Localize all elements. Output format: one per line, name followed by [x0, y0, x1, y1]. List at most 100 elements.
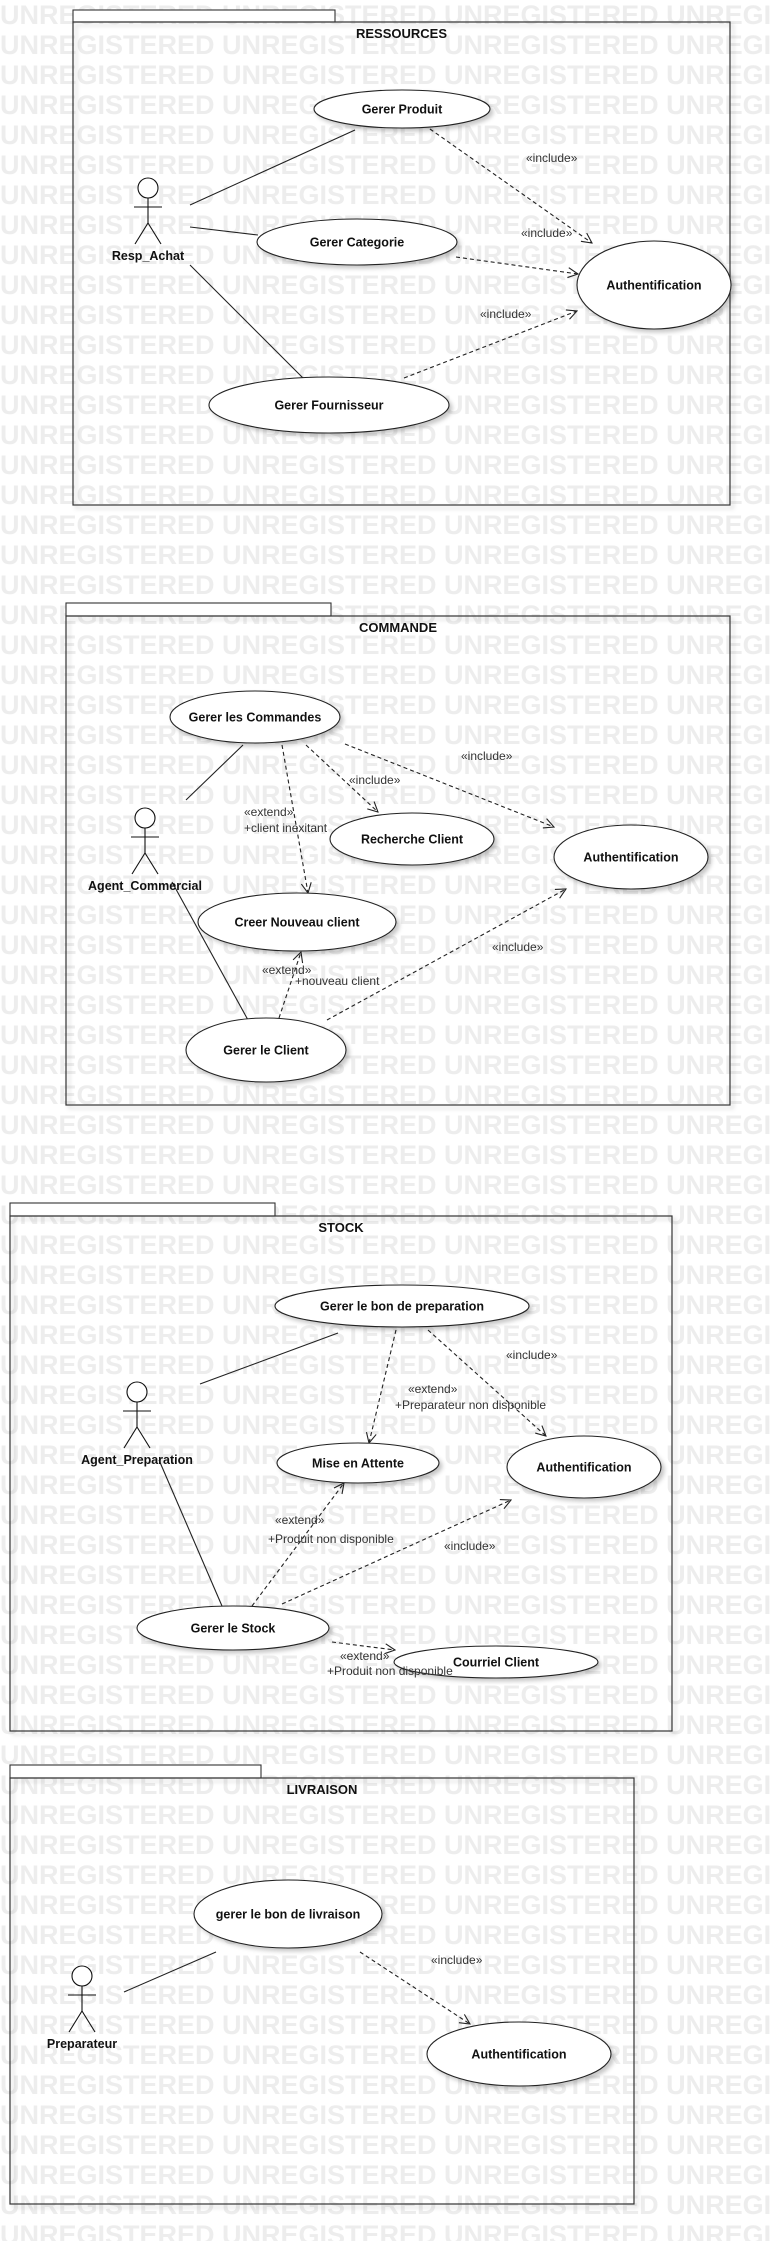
use-case-label: Recherche Client	[361, 833, 464, 847]
include-stereotype: «include»	[444, 1539, 496, 1553]
include-edge	[455, 256, 578, 274]
use-case-label: Gerer le Client	[223, 1044, 309, 1058]
include-stereotype: «include»	[506, 1348, 558, 1362]
package-frame	[9, 1215, 673, 1732]
use-case-label: Gerer Categorie	[310, 236, 405, 250]
package-title: COMMANDE	[359, 620, 437, 635]
include-stereotype: «include»	[492, 940, 544, 954]
extend-edge	[281, 744, 308, 893]
use-case-ellipse	[313, 89, 491, 129]
extend-stereotype: «extend»	[275, 1513, 325, 1527]
extend-stereotype: «extend»	[244, 805, 294, 819]
include-stereotype: «include»	[349, 773, 401, 787]
package-tab	[65, 602, 332, 617]
extend-edge	[251, 1483, 344, 1607]
use-case-label: Authentification	[471, 2048, 566, 2062]
use-case-ellipse	[193, 1879, 383, 1949]
include-stereotype: «include»	[480, 307, 532, 321]
extend-condition: +nouveau client	[295, 974, 380, 988]
use-case-ellipse	[393, 1645, 599, 1679]
use-case-label: Gerer Fournisseur	[274, 399, 383, 413]
use-case-ellipse	[169, 690, 341, 744]
package-frame	[9, 1777, 635, 2205]
association-edge	[185, 744, 244, 801]
association-edge	[189, 129, 356, 206]
include-edge	[359, 1951, 470, 2024]
package-title: STOCK	[318, 1220, 364, 1235]
use-case-gbp	[274, 1284, 530, 1328]
use-case-gbl	[193, 1879, 383, 1949]
use-case-label: Authentification	[583, 851, 678, 865]
use-case-label: Gerer les Commandes	[189, 711, 322, 725]
use-case-label: Gerer le bon de preparation	[320, 1300, 484, 1314]
use-case-ellipse	[208, 376, 450, 434]
include-edge	[427, 1329, 546, 1436]
use-case-mea	[276, 1442, 440, 1484]
use-case-auth3	[506, 1435, 662, 1499]
association-edge	[199, 1332, 339, 1385]
extend-edge	[331, 1641, 395, 1650]
use-case-ellipse	[426, 2021, 612, 2087]
extend-condition: +Produit non disponible	[327, 1664, 453, 1678]
use-case-auth2	[553, 824, 709, 890]
use-case-label: Creer Nouveau client	[234, 916, 360, 930]
package-tab	[9, 1202, 276, 1217]
use-case-auth4	[426, 2021, 612, 2087]
include-stereotype: «include»	[521, 226, 573, 240]
package-tab	[72, 9, 336, 23]
actor-label: Preparateur	[47, 2037, 117, 2051]
association-edge	[171, 881, 249, 1021]
include-stereotype: «include»	[431, 1953, 483, 1967]
extend-edge	[369, 1329, 397, 1443]
use-case-label: Authentification	[536, 1461, 631, 1475]
extend-stereotype: «extend»	[408, 1382, 458, 1396]
include-edge	[344, 743, 554, 827]
package-frame	[65, 615, 731, 1106]
include-stereotype: «include»	[461, 749, 513, 763]
actor-prep	[68, 1965, 96, 2033]
use-case-ellipse	[197, 892, 397, 952]
use-case-label: Courriel Client	[453, 1656, 540, 1670]
use-case-ellipse	[576, 240, 732, 330]
use-case-gc	[256, 218, 458, 266]
use-case-gf	[208, 376, 450, 434]
use-case-ellipse	[136, 1605, 330, 1651]
association-edge	[189, 264, 304, 379]
actor-resp	[134, 177, 162, 245]
use-case-label: Gerer Produit	[362, 103, 443, 117]
package-title: RESSOURCES	[356, 26, 447, 41]
extend-stereotype: «extend»	[340, 1649, 390, 1663]
include-stereotype: «include»	[526, 151, 578, 165]
package-livraison	[9, 1764, 635, 2205]
include-edge	[429, 128, 592, 243]
actor-agc	[131, 807, 159, 875]
actor-label: Resp_Achat	[112, 249, 185, 263]
include-edge	[403, 311, 577, 379]
use-case-rc	[329, 812, 495, 866]
use-case-gcl	[185, 1017, 347, 1083]
use-case-gp	[313, 89, 491, 129]
association-edge	[158, 1459, 223, 1607]
association-edge	[189, 226, 259, 236]
use-case-label: Mise en Attente	[312, 1457, 404, 1471]
association-edge	[123, 1951, 217, 1993]
extend-edge	[278, 952, 301, 1019]
use-case-ellipse	[506, 1435, 662, 1499]
use-case-label: Gerer le Stock	[191, 1622, 276, 1636]
extend-condition: +client inexitant	[244, 821, 328, 835]
package-commande	[65, 602, 731, 1106]
package-title: LIVRAISON	[287, 1782, 358, 1797]
use-case-ellipse	[276, 1442, 440, 1484]
use-case-ellipse	[553, 824, 709, 890]
package-frame	[72, 21, 731, 506]
package-stock	[9, 1202, 673, 1732]
use-case-label: Authentification	[606, 279, 701, 293]
actor-label: Agent_Preparation	[81, 1453, 193, 1467]
use-case-cnc	[197, 892, 397, 952]
use-case-auth1	[576, 240, 732, 330]
use-case-cc	[393, 1645, 599, 1679]
extend-condition: +Preparateur non disponible	[395, 1398, 546, 1412]
package-tab	[9, 1764, 262, 1779]
use-case-ellipse	[274, 1284, 530, 1328]
